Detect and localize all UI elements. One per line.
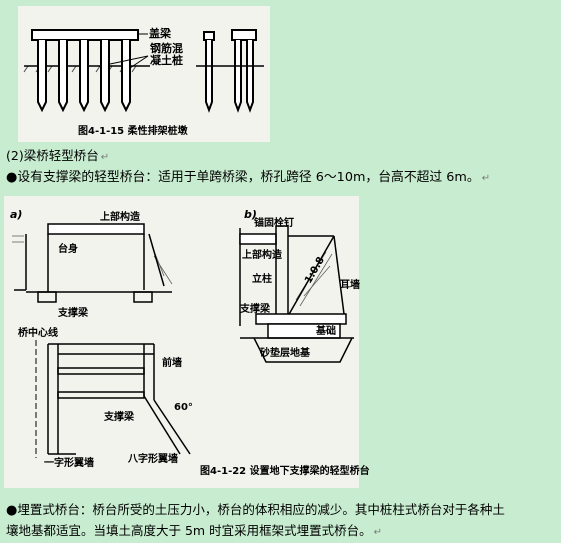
label-superstructure-a: 上部构造: [100, 210, 141, 223]
label-strut-plan: 支撑梁: [103, 410, 135, 423]
label-sand-cushion: 砂垫层地基: [259, 346, 311, 359]
label-abutment-body: 台身: [58, 242, 78, 255]
return-mark: ↵: [373, 527, 382, 538]
fig1-caption: 图4-1-15 柔性排架桩墩: [78, 124, 189, 137]
bullet-icon: ●: [6, 170, 18, 185]
paragraph-text: 设有支撑梁的轻型桥台：适用于单跨桥梁，桥孔跨径 6～10m，台高不超过 6m。: [17, 170, 480, 185]
fig2-caption: 图4-1-22 设置地下支撑梁的轻型桥台: [200, 464, 370, 477]
label-strut-b: 支撑梁: [239, 302, 271, 315]
figure-flexible-pile-bent-drawing: 盖梁 钢筋混 凝土桩 图4-1-15 柔性排架桩墩: [23, 26, 264, 137]
section-heading-text: (2)梁桥轻型桥台: [6, 148, 99, 163]
figure-flexible-pile-bent: 盖梁 钢筋混 凝土桩 图4-1-15 柔性排架桩墩: [18, 6, 270, 142]
section-heading: (2)梁桥轻型桥台↵: [6, 145, 109, 164]
label-column: 立柱: [252, 272, 272, 285]
return-mark: ↵: [100, 152, 110, 163]
figure-light-abutment-drawing: a) 上部构造 台身 支撑梁 b): [10, 208, 370, 477]
return-mark: ↵: [481, 173, 491, 184]
label-strut-a: 支撑梁: [57, 306, 89, 319]
figure-light-abutment: a) 上部构造 台身 支撑梁 b): [4, 196, 370, 488]
label-slope: 1:0.8: [303, 255, 327, 285]
paragraph-line-1: ●埋置式桥台：桥台所受的土压力小，桥台的体积相应的减少。其中桩柱式桥台对于各种土: [6, 500, 505, 521]
label-bridge-centerline: 桥中心线: [18, 326, 58, 339]
paragraph-text-2: 壤地基都适宜。当填土高度大于 5m 时宜采用框架式埋置式桥台。: [6, 523, 372, 538]
paragraph-line-2: 壤地基都适宜。当填土高度大于 5m 时宜采用框架式埋置式桥台。↵: [6, 521, 505, 543]
label-front-wall: 前墙: [162, 356, 182, 369]
label-superstructure-b: 上部构造: [242, 248, 283, 261]
label-cap-beam: 盖梁: [149, 26, 172, 40]
label-b: b): [244, 208, 257, 221]
label-ear-wall: 耳墙: [340, 278, 360, 291]
label-foundation: 基础: [315, 324, 336, 337]
label-anchor-bolt: 锚固栓钉: [254, 216, 294, 229]
paragraph-supported-abutment: ●设有支撑梁的轻型桥台：适用于单跨桥梁，桥孔跨径 6～10m，台高不超过 6m。…: [6, 166, 490, 185]
label-splayed-wingwall: 八字形翼墙: [127, 452, 178, 465]
label-rc-pile-1: 钢筋混: [150, 41, 183, 55]
bullet-icon: ●: [6, 503, 18, 518]
label-angle: 60°: [174, 402, 193, 413]
label-a: a): [10, 208, 22, 221]
label-straight-wingwall: 一字形翼墙: [44, 456, 94, 469]
paragraph-text-1: 埋置式桥台：桥台所受的土压力小，桥台的体积相应的减少。其中桩柱式桥台对于各种土: [17, 502, 505, 517]
paragraph-buried-abutment: ●埋置式桥台：桥台所受的土压力小，桥台的体积相应的减少。其中桩柱式桥台对于各种土…: [6, 500, 505, 543]
label-rc-pile-2: 凝土桩: [150, 53, 183, 67]
